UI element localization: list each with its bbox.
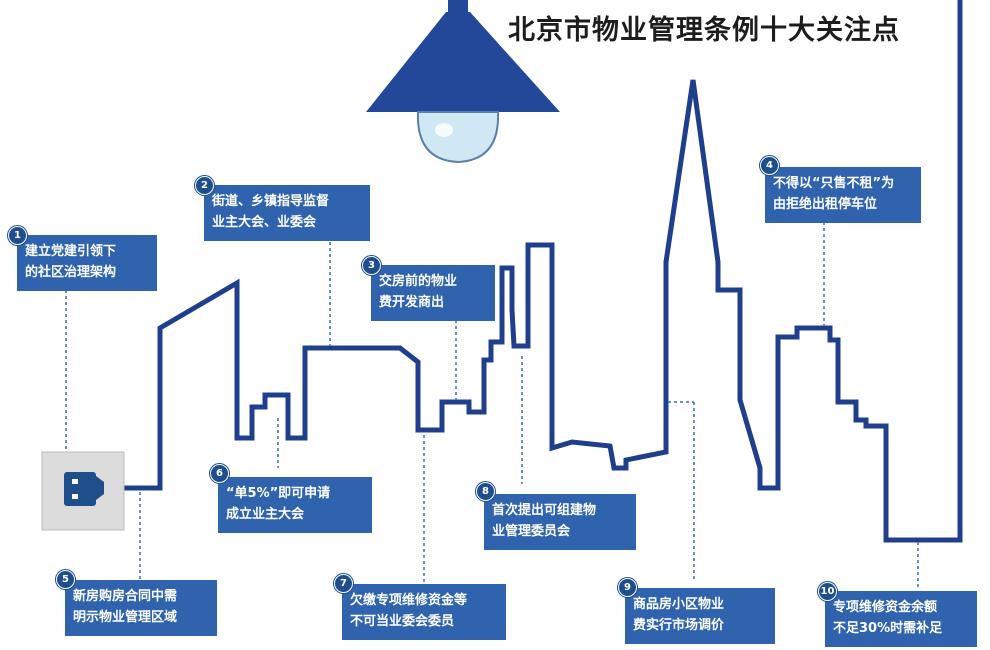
callout-text: 交房前的物业 费开发商出 — [371, 265, 495, 321]
callout-text: 商品房小区物业 费实行市场调价 — [625, 588, 775, 644]
callout-text: 新房购房合同中需 明示物业管理区域 — [65, 580, 217, 636]
number-badge: 2 — [195, 176, 214, 195]
number-badge: 5 — [56, 570, 75, 589]
callout-text: “单5%”即可申请 成立业主大会 — [218, 477, 372, 533]
number-badge: 10 — [818, 582, 837, 601]
number-badge: 7 — [334, 574, 353, 593]
callout-text: 建立党建引领下 的社区治理架构 — [17, 235, 157, 291]
callout-text: 街道、乡镇指导监督 业主大会、业委会 — [204, 185, 370, 241]
power-plug-icon — [41, 451, 125, 531]
leader-lines — [65, 222, 919, 590]
callout-text: 首次提出可组建物 业管理委员会 — [484, 494, 636, 550]
number-badge: 9 — [618, 578, 637, 597]
number-badge: 1 — [8, 226, 27, 245]
callout-text: 欠缴专项维修资金等 不可当业委会委员 — [342, 584, 506, 640]
number-badge: 4 — [760, 156, 779, 175]
number-badge: 6 — [210, 464, 229, 483]
ceiling-lamp-icon — [366, 0, 560, 164]
callout-text: 专项维修资金余额 不足30%时需补足 — [825, 591, 977, 647]
callout-text: 不得以“只售不租”为 由拒绝出租停车位 — [765, 167, 921, 223]
skyline-outline — [103, 0, 963, 543]
number-badge: 8 — [476, 482, 495, 501]
page-title: 北京市物业管理条例十大关注点 — [508, 15, 900, 46]
number-badge: 3 — [362, 256, 381, 275]
